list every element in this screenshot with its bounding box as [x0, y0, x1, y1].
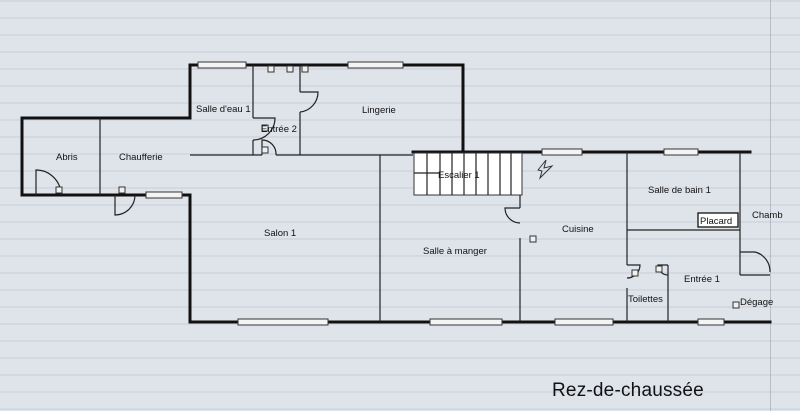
- windows: [145, 61, 725, 326]
- label-cuisine: Cuisine: [562, 224, 594, 235]
- placard-box: [697, 212, 739, 228]
- compass-icon: [537, 159, 554, 180]
- frame-markers: [55, 65, 740, 309]
- label-entree2: Entrée 2: [261, 124, 297, 135]
- label-entree1: Entrée 1: [684, 274, 720, 285]
- staircase: [413, 152, 523, 196]
- label-escalier: Escalier 1: [438, 170, 480, 181]
- label-salon: Salon 1: [264, 228, 296, 239]
- plan-title: Rez-de-chaussée: [552, 380, 704, 401]
- page-margin-line: [770, 0, 771, 411]
- label-chambre: Chamb: [752, 210, 783, 221]
- label-chaufferie: Chaufferie: [119, 152, 163, 163]
- interior-walls: [99, 65, 770, 322]
- label-salle-bain: Salle de bain 1: [648, 185, 711, 196]
- label-salle-manger: Salle à manger: [423, 246, 487, 257]
- label-abris: Abris: [56, 152, 78, 163]
- label-lingerie: Lingerie: [362, 105, 396, 116]
- label-placard: Placard: [700, 216, 732, 227]
- doors: [35, 91, 771, 279]
- label-toilettes: Toilettes: [628, 294, 663, 305]
- label-salle-eau: Salle d'eau 1: [196, 104, 251, 115]
- label-degage: Dégage: [740, 297, 773, 308]
